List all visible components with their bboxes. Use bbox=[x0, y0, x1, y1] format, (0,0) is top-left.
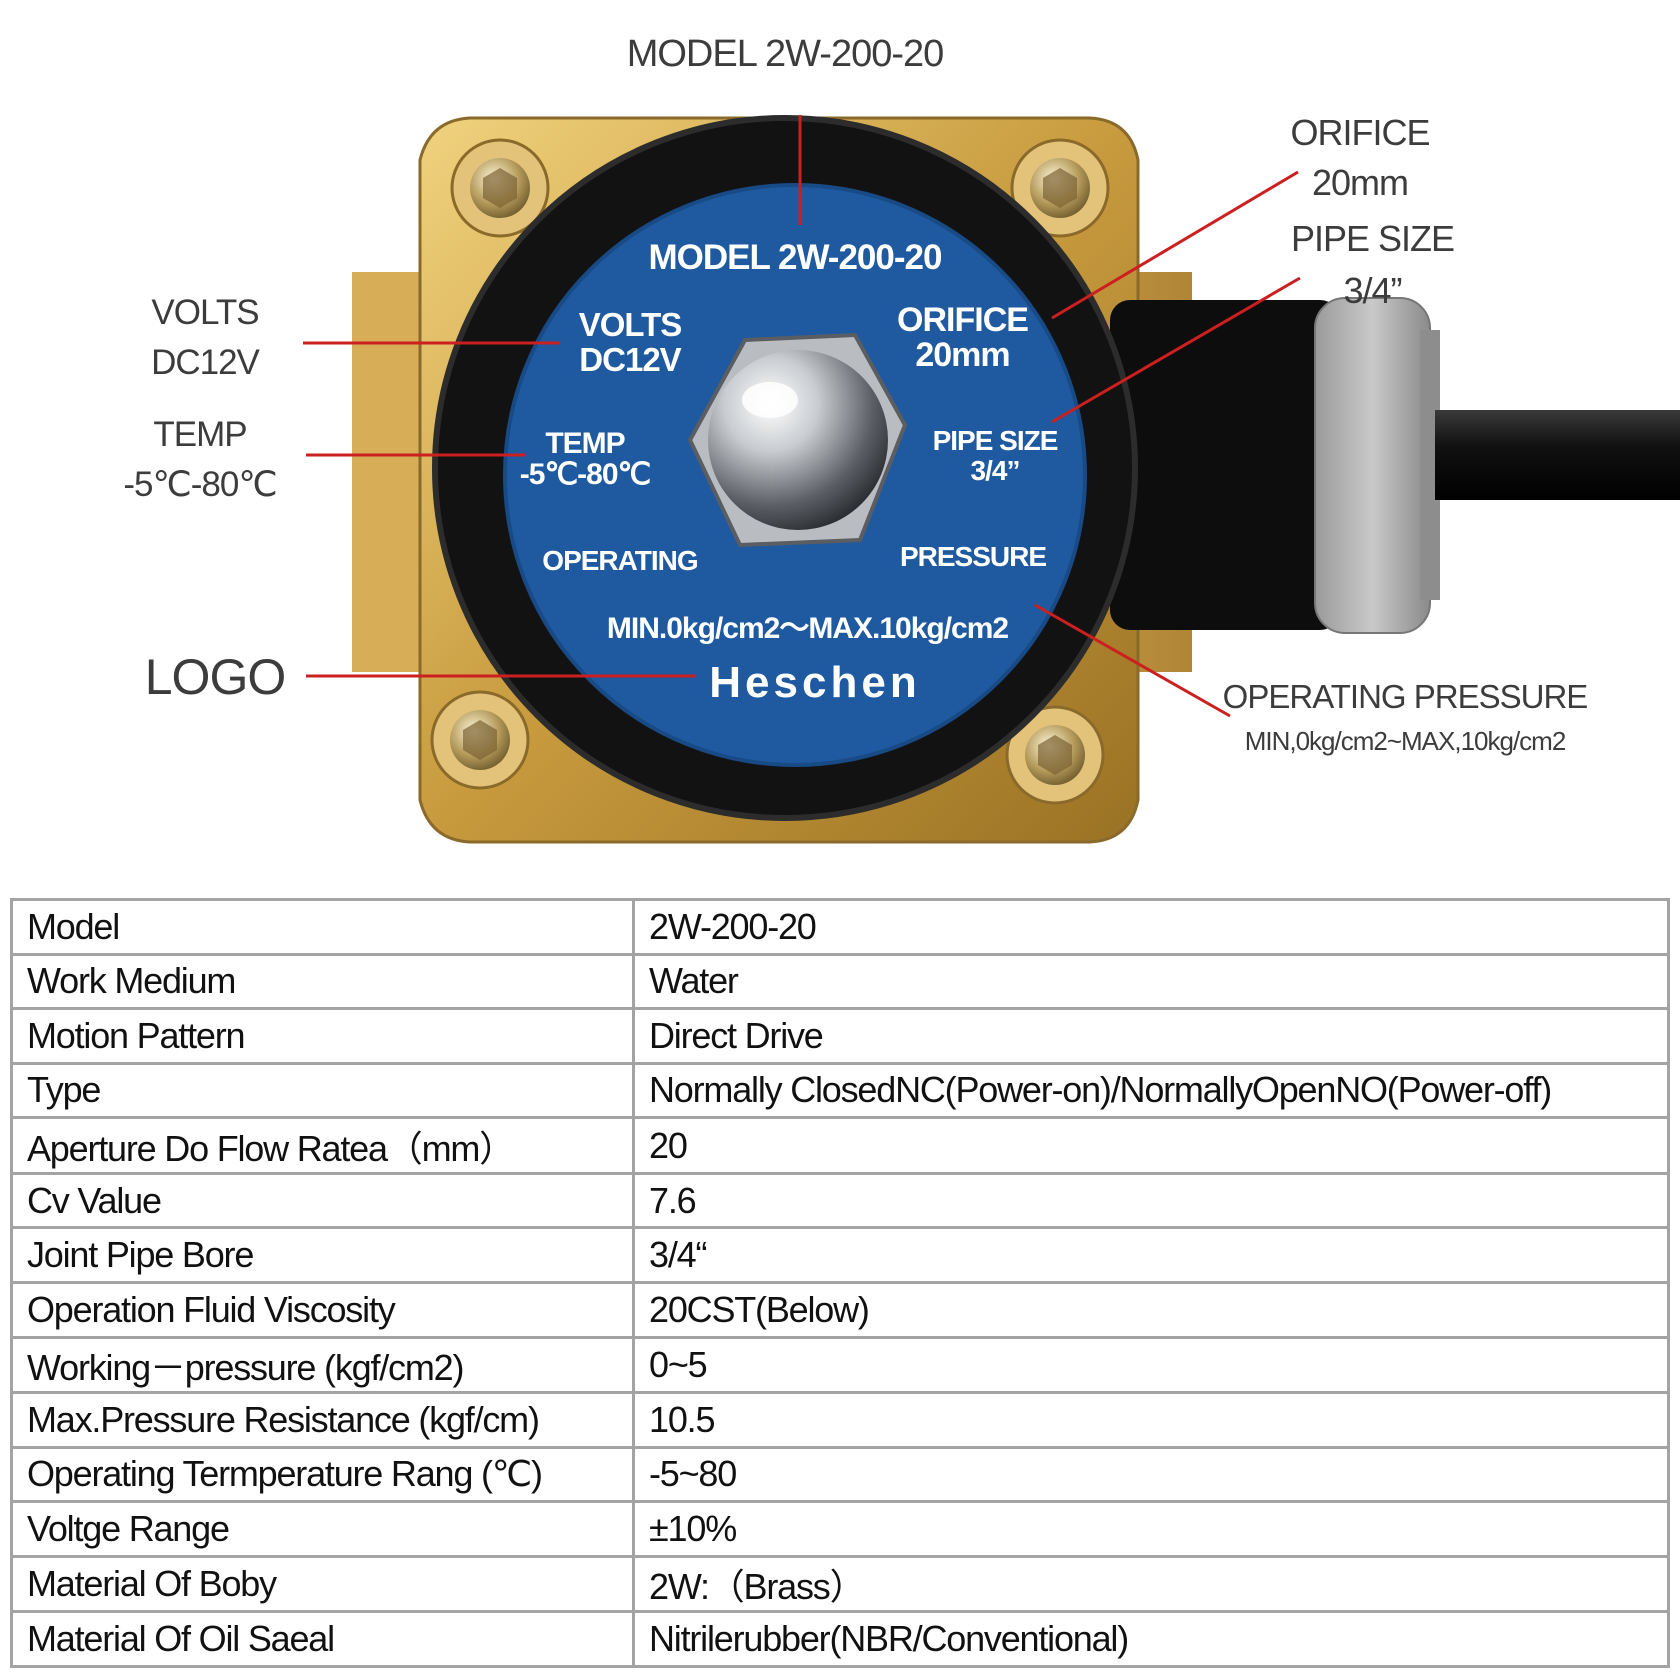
spec-value: 2W:（Brass） bbox=[632, 1554, 1670, 1614]
spec-value: Direct Drive bbox=[632, 1007, 1670, 1065]
table-row: Working－pressure (kgf/cm2)0~5 bbox=[10, 1335, 1670, 1395]
callout-volts: VOLTS DC12V bbox=[110, 288, 300, 388]
face-temp-value: -5℃-80℃ bbox=[519, 458, 651, 491]
spec-key: Type bbox=[10, 1061, 635, 1120]
screw-icon bbox=[430, 690, 530, 790]
table-row: Aperture Do Flow Ratea（mm）20 bbox=[10, 1116, 1670, 1175]
callout-temp: TEMP -5℃-80℃ bbox=[100, 410, 300, 510]
spec-key: Joint Pipe Bore bbox=[10, 1226, 635, 1284]
spec-value: -5~80 bbox=[632, 1445, 1670, 1504]
spec-key: Material Of Boby bbox=[10, 1554, 635, 1614]
face-pressure: PRESSURE bbox=[899, 541, 1047, 572]
solenoid-valve-image bbox=[303, 115, 1680, 844]
screw-icon bbox=[1005, 705, 1105, 805]
spec-key: Working－pressure (kgf/cm2) bbox=[10, 1335, 635, 1395]
spec-value: Normally ClosedNC(Power-on)/NormallyOpen… bbox=[632, 1061, 1670, 1120]
screw-icon bbox=[1010, 138, 1110, 238]
spec-key: Model bbox=[10, 898, 635, 956]
face-brand-logo: Heschen bbox=[709, 658, 921, 707]
callout-operating-pressure: OPERATING PRESSURE MIN,0kg/cm2~MAX,10kg/… bbox=[1215, 675, 1595, 763]
coil-connector bbox=[1110, 300, 1340, 630]
table-row: Max.Pressure Resistance (kgf/cm)10.5 bbox=[10, 1391, 1670, 1449]
cable bbox=[1435, 410, 1680, 500]
valve-illustration bbox=[303, 115, 1680, 844]
callout-pipe-size-value: 3/4” bbox=[1343, 270, 1402, 311]
spec-key: Operation Fluid Viscosity bbox=[10, 1280, 635, 1339]
callout-volts-title: VOLTS bbox=[151, 293, 259, 332]
callout-volts-value: DC12V bbox=[151, 343, 260, 382]
spec-value: Water bbox=[632, 952, 1670, 1011]
face-temp: TEMP -5℃-80℃ bbox=[510, 428, 660, 490]
spec-value: 3/4“ bbox=[632, 1226, 1670, 1284]
face-orifice-value: 20mm bbox=[915, 336, 1010, 374]
leader-lines bbox=[303, 115, 1301, 718]
face-model: MODEL 2W-200-20 bbox=[648, 238, 943, 277]
spec-key: Max.Pressure Resistance (kgf/cm) bbox=[10, 1391, 635, 1449]
table-row: Operating Termperature Rang (℃)-5~80 bbox=[10, 1445, 1670, 1504]
face-temp-title: TEMP bbox=[545, 427, 625, 460]
face-orifice-title: ORIFICE bbox=[897, 301, 1029, 339]
spec-value: ±10% bbox=[632, 1500, 1670, 1558]
callout-orifice-title: ORIFICE bbox=[1290, 112, 1430, 153]
spec-value: 0~5 bbox=[632, 1335, 1670, 1395]
face-pipe-size-title: PIPE SIZE bbox=[932, 425, 1059, 456]
face-pipe-size-value: 3/4” bbox=[970, 455, 1021, 486]
cable-gland bbox=[1314, 297, 1431, 634]
face-orifice: ORIFICE 20mm bbox=[880, 303, 1045, 373]
callout-temp-value: -5℃-80℃ bbox=[123, 465, 277, 504]
spec-value: 10.5 bbox=[632, 1391, 1670, 1449]
spec-key: Material Of Oil Saeal bbox=[10, 1610, 635, 1668]
callout-model: MODEL 2W-200-20 bbox=[626, 33, 945, 75]
callout-orifice: ORIFICE 20mm bbox=[1245, 108, 1475, 208]
spec-key: Cv Value bbox=[10, 1171, 635, 1230]
spec-value: 20 bbox=[632, 1116, 1670, 1175]
face-volts: VOLTS DC12V bbox=[560, 307, 700, 377]
spec-key: Work Medium bbox=[10, 952, 635, 1011]
callout-orifice-value: 20mm bbox=[1311, 162, 1409, 203]
table-row: Voltge Range±10% bbox=[10, 1500, 1670, 1558]
callout-pipe-size-title: PIPE SIZE bbox=[1290, 218, 1455, 259]
callout-temp-title: TEMP bbox=[153, 415, 247, 454]
screw-icon bbox=[450, 138, 550, 238]
spec-key: Motion Pattern bbox=[10, 1007, 635, 1065]
face-volts-value: DC12V bbox=[579, 341, 681, 378]
spec-key: Operating Termperature Rang (℃) bbox=[10, 1445, 635, 1504]
callout-logo: LOGO bbox=[144, 649, 286, 705]
spec-value: 2W-200-20 bbox=[632, 898, 1670, 956]
face-operating: OPERATING bbox=[542, 545, 698, 576]
plunger-dome bbox=[708, 350, 888, 530]
callout-operating-pressure-value: MIN,0kg/cm2~MAX,10kg/cm2 bbox=[1244, 726, 1567, 756]
face-pipe-size: PIPE SIZE 3/4” bbox=[920, 426, 1070, 486]
callout-pipe-size: PIPE SIZE 3/4” bbox=[1250, 213, 1495, 317]
face-pressure-range: MIN.0kg/cm2～MAX.10kg/cm2 bbox=[606, 612, 1009, 645]
spec-key: Aperture Do Flow Ratea（mm） bbox=[10, 1116, 635, 1175]
spec-key: Voltge Range bbox=[10, 1500, 635, 1558]
spec-value: Nitrilerubber(NBR/Conventional) bbox=[632, 1610, 1670, 1668]
spec-value: 7.6 bbox=[632, 1171, 1670, 1230]
face-volts-title: VOLTS bbox=[578, 306, 683, 343]
spec-value: 20CST(Below) bbox=[632, 1280, 1670, 1339]
callout-operating-pressure-title: OPERATING PRESSURE bbox=[1222, 678, 1589, 715]
